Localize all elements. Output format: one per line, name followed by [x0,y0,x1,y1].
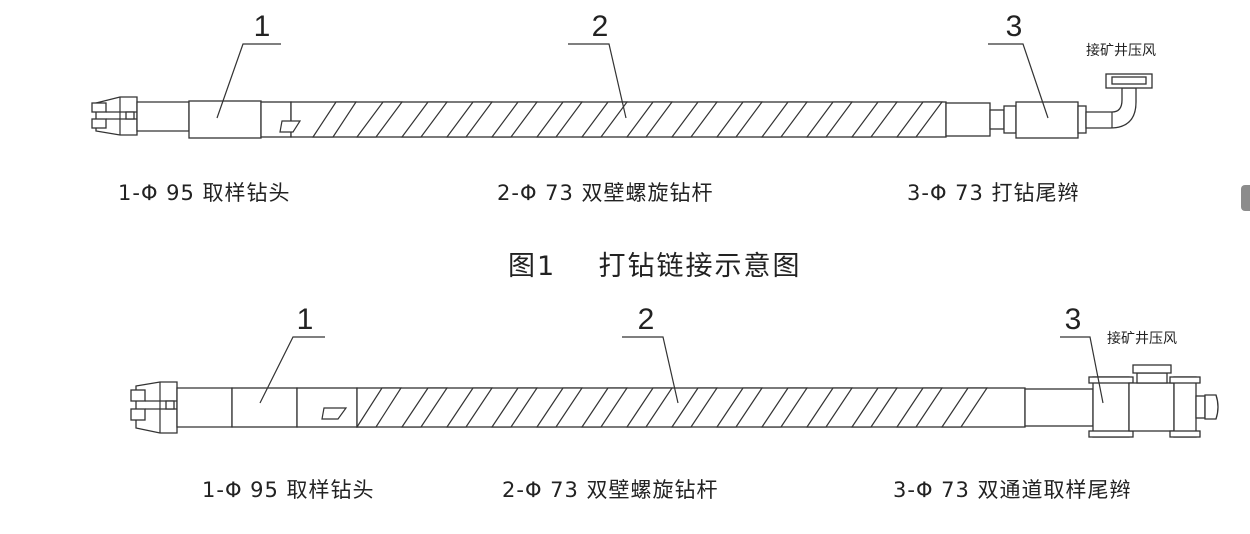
figure1-title: 图1 打钻链接示意图 [508,251,802,282]
scrollbar-handle[interactable] [1241,185,1250,211]
figure1-sampling-bit [91,96,190,136]
figure1-caption-tail: 3-Φ 73 打钻尾辫 [907,181,1080,205]
figure2-dual-channel-tail [1088,364,1219,438]
figure1-spiral-rod [279,101,991,138]
figure1-callout-2: 2 [592,10,609,43]
figure1-callout-1: 1 [254,10,271,43]
figure2-caption-tail: 3-Φ 73 双通道取样尾辫 [893,478,1132,502]
figure1-air-label: 接矿井压风 [1086,42,1156,59]
figure2-callout-2: 2 [638,303,655,336]
figure2-callout-1: 1 [297,303,314,336]
figure1-drilling-tail [989,73,1153,139]
figure2-callout-3: 3 [1065,303,1082,336]
figure2-air-label: 接矿井压风 [1107,330,1177,347]
figure1-plain-pipe [188,100,292,139]
figure2-assembly: 1 2 3 接矿井压风 1-Φ 95 取样钻头 2-Φ 73 双壁螺旋钻杆 3-… [130,303,1219,502]
figure1-caption-bit: 1-Φ 95 取样钻头 [118,181,291,205]
figure2-caption-bit: 1-Φ 95 取样钻头 [202,478,375,502]
figure2-caption-rod: 2-Φ 73 双壁螺旋钻杆 [502,478,719,502]
figure2-leader-lines [259,336,1104,404]
figure1-leader-lines [216,43,1049,119]
figure1-callout-3: 3 [1006,10,1023,43]
figure2-sampling-bit [130,381,233,434]
figure2-spiral-rod [321,387,1094,428]
figure1-caption-rod: 2-Φ 73 双壁螺旋钻杆 [497,181,714,205]
figure1-assembly: 1 2 3 接矿井压风 1-Φ 95 取样钻头 2-Φ 73 双壁螺旋钻杆 3-… [91,10,1156,282]
